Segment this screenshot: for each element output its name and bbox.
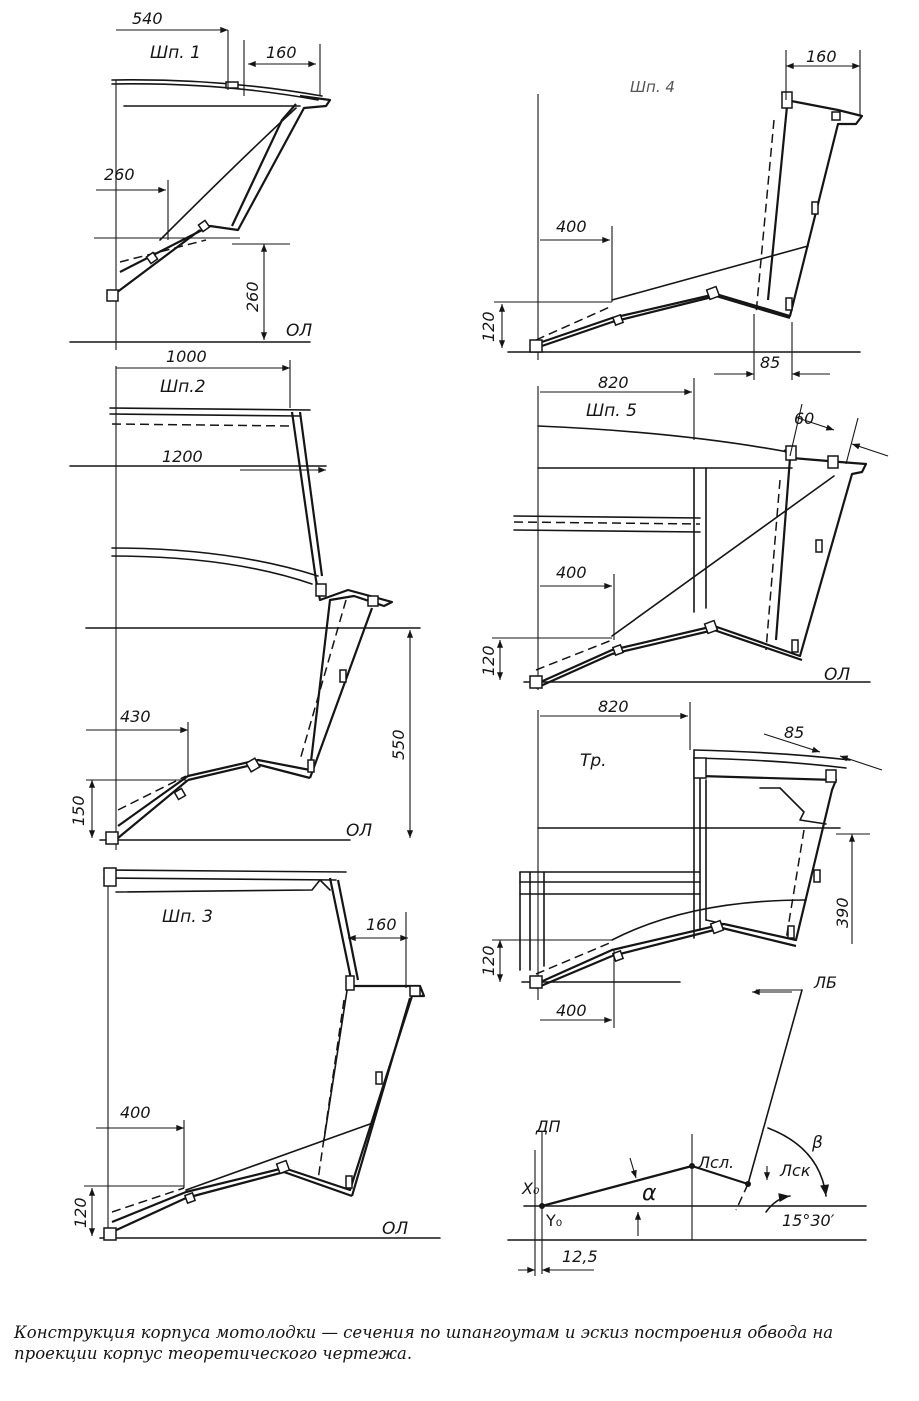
frame-2-label: Шп.2	[160, 377, 206, 397]
lb-label: ЛБ	[813, 973, 837, 992]
dim-85: 85	[760, 353, 780, 372]
chine-point-label: Лсл.	[697, 1153, 734, 1172]
dim-1000: 1000	[166, 347, 207, 366]
x0-label: X₀	[521, 1179, 540, 1198]
dim-820: 820	[598, 697, 629, 716]
frame-5-label: Шп. 5	[586, 401, 637, 421]
frame-3-label: Шп. 3	[162, 907, 213, 927]
frame-4-label: Шп. 4	[630, 78, 675, 96]
figure-caption: Конструкция корпуса мотолодки — сечения …	[14, 1323, 834, 1363]
dim-540: 540	[132, 9, 163, 28]
frame-5-section: 820 Шп. 5 60 400 120 ОЛ	[479, 373, 889, 690]
baseline-label: ОЛ	[382, 1219, 408, 1239]
baseline-label: ОЛ	[286, 321, 312, 341]
beta-label: β	[811, 1133, 823, 1153]
construction-sketch: ДП ЛБ X₀ Y₀ α β Лсл. Лск 15°30′ 12,5	[507, 973, 867, 1276]
centerline-label: ДП	[535, 1117, 561, 1136]
offset-label: 12,5	[562, 1247, 598, 1266]
y0-label: Y₀	[545, 1211, 562, 1230]
transom-section: 820 Тр. 85 390 120 400	[479, 697, 883, 1028]
dim-120: 120	[479, 945, 498, 976]
frame-1-section: 540 160 Шп. 1 260 260 ОЛ	[69, 9, 332, 350]
dim-60: 60	[794, 409, 814, 428]
frame-3-section: Шп. 3 160 400 120 ОЛ	[71, 867, 441, 1241]
dim-85: 85	[784, 723, 804, 742]
dim-120: 120	[479, 645, 498, 676]
frame-2-section: 1000 Шп.2 1200 430 150 550 ОЛ	[69, 347, 421, 850]
baseline-label: ОЛ	[824, 665, 850, 685]
baseline-label: ОЛ	[346, 821, 372, 841]
dim-400: 400	[120, 1103, 151, 1122]
dim-160: 160	[366, 915, 397, 934]
dim-820: 820	[598, 373, 629, 392]
dim-160: 160	[266, 43, 297, 62]
dim-160: 160	[806, 47, 837, 66]
dim-120: 120	[479, 311, 498, 342]
dim-150: 150	[69, 795, 88, 826]
dim-260-horizontal: 260	[104, 165, 135, 184]
dim-400: 400	[556, 563, 587, 582]
dim-400: 400	[556, 217, 587, 236]
dim-390: 390	[833, 897, 852, 928]
transom-label: Тр.	[580, 751, 607, 771]
dim-400: 400	[556, 1001, 587, 1020]
dim-1200: 1200	[162, 447, 203, 466]
dim-120: 120	[71, 1197, 90, 1228]
angle-label: 15°30′	[782, 1211, 835, 1230]
l-sk-label: Лск	[779, 1161, 811, 1180]
alpha-label: α	[642, 1181, 657, 1206]
frame-4-section: Шп. 4 160 400 120 85	[479, 47, 864, 380]
frame-1-label: Шп. 1	[150, 43, 201, 63]
dim-260-vertical: 260	[243, 281, 262, 312]
dim-430: 430	[120, 707, 151, 726]
dim-550: 550	[389, 729, 408, 760]
